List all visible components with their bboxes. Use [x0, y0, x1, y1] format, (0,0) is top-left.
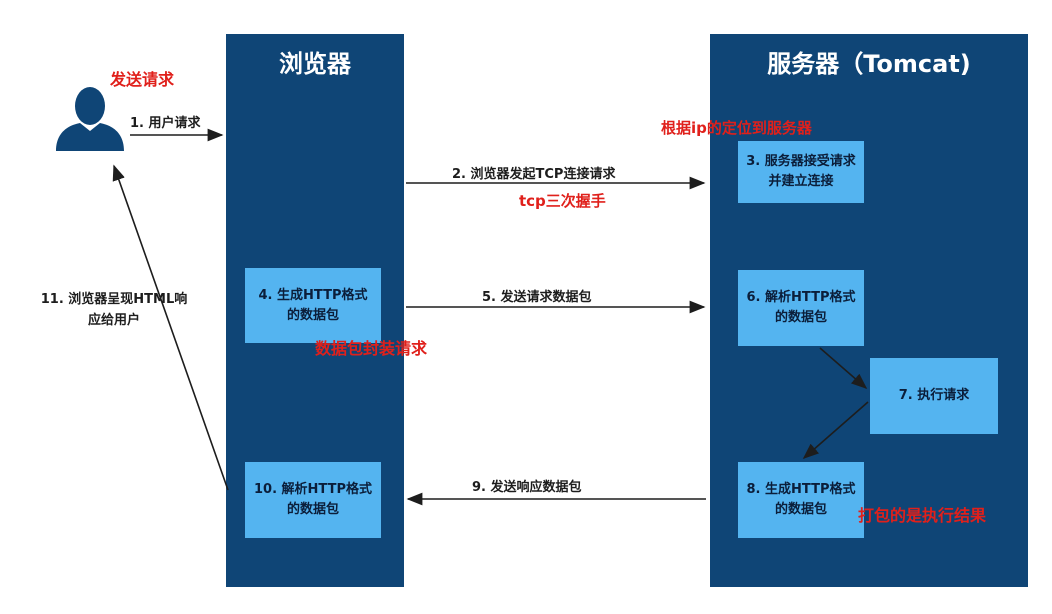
annotation-pack-result: 打包的是执行结果 [858, 506, 987, 525]
label-step2: 2. 浏览器发起TCP连接请求 [452, 167, 616, 182]
annotation-handshake: tcp三次握手 [519, 192, 606, 210]
label-step5: 5. 发送请求数据包 [482, 290, 592, 305]
server-title: 服务器（Tomcat) [767, 50, 971, 78]
label-step11: 11. 浏览器呈现HTML响应给用户 [40, 292, 188, 328]
box-step6: 6. 解析HTTP格式的数据包 [738, 270, 864, 346]
arrow-step6-to-7 [819, 347, 868, 390]
box-step8: 8. 生成HTTP格式的数据包 [738, 462, 864, 538]
box-step10: 10. 解析HTTP格式的数据包 [245, 462, 381, 538]
box-step7: 7. 执行请求 [870, 358, 998, 434]
box-step4: 4. 生成HTTP格式的数据包 [245, 268, 381, 343]
annotation-wrap-request: 数据包封装请求 [315, 339, 428, 358]
label-step1: 1. 用户请求 [130, 116, 201, 131]
annotation-send-request: 发送请求 [110, 70, 175, 89]
arrow-step7-to-8 [802, 401, 869, 460]
arrow-step11 [112, 164, 229, 491]
user-icon [56, 87, 124, 151]
browser-title: 浏览器 [279, 50, 351, 78]
label-step9: 9. 发送响应数据包 [472, 480, 582, 495]
box-step3: 3. 服务器接受请求并建立连接 [738, 141, 864, 203]
annotation-locate-server: 根据ip的定位到服务器 [661, 119, 812, 137]
